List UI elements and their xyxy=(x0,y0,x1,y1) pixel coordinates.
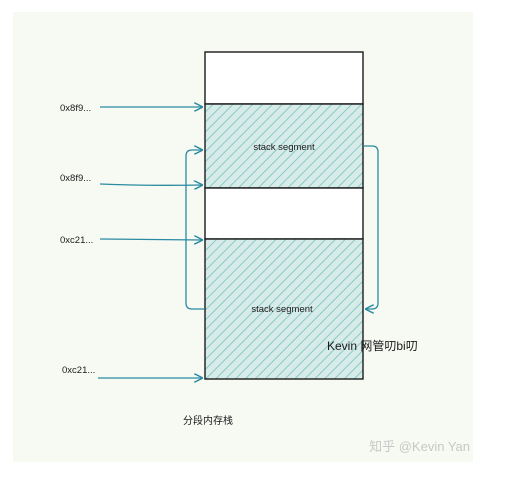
diagram-caption: 分段内存栈 xyxy=(183,414,233,427)
address-arrow-3 xyxy=(99,239,202,240)
address-label-1: 0x8f9... xyxy=(60,103,91,114)
empty-segment-middle xyxy=(204,187,364,240)
empty-segment-top xyxy=(204,51,364,105)
address-label-3: 0xc21... xyxy=(60,235,93,246)
address-label-2: 0x8f9... xyxy=(60,173,91,184)
address-label-4: 0xc21... xyxy=(62,365,95,376)
address-arrow-2 xyxy=(99,184,202,185)
left-link-arrow xyxy=(185,150,204,310)
watermark: 知乎 @Kevin Yan xyxy=(369,439,470,454)
right-link-arrow xyxy=(364,145,379,309)
stack-segment-2 xyxy=(204,238,364,380)
stack-segment-1 xyxy=(204,103,364,189)
stack-segment-2-label: stack segment xyxy=(251,304,313,315)
stack-segment-1-label: stack segment xyxy=(253,142,315,153)
author-tag: Kevin 网管叨bi叨 xyxy=(327,338,418,353)
